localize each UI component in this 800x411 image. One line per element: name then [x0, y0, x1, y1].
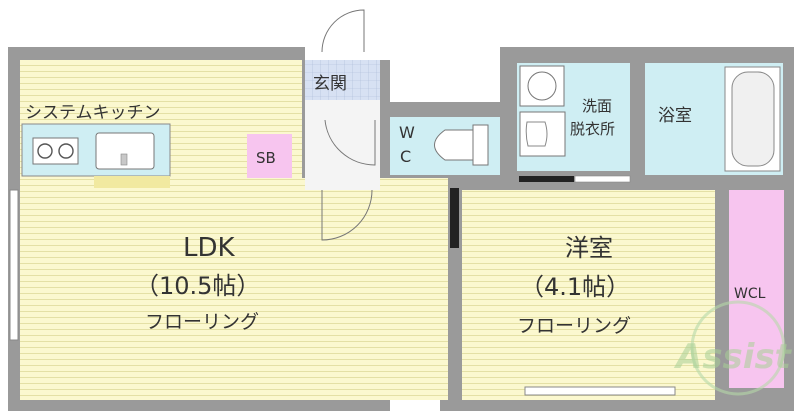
ldk-size: （10.5帖） [135, 272, 260, 300]
toilet-door[interactable] [324, 119, 376, 166]
kitchen-label: システムキッチン [25, 103, 161, 123]
assist-logo: Assist [673, 300, 793, 396]
window-left [9, 189, 19, 341]
western-room [462, 190, 715, 400]
walk-in-closet [729, 190, 784, 388]
western-name: 洋室 [565, 234, 613, 262]
washing-machine-icon [519, 65, 565, 107]
toilet-label-w: W [399, 123, 415, 142]
partition-wall [450, 188, 459, 248]
western-floor: フローリング [517, 315, 631, 337]
shoe-box-label: SB [256, 149, 276, 167]
wash-basin-icon [519, 111, 566, 157]
entrance-area [305, 60, 380, 190]
bathtub-icon [724, 66, 781, 172]
toilet-icon [434, 124, 489, 166]
washroom-label-1: 洗面 [582, 97, 612, 115]
ldk-name: LDK [183, 233, 236, 263]
bathroom-label: 浴室 [658, 106, 692, 126]
shoe-box [247, 134, 292, 178]
svg-text:Assist: Assist [673, 337, 793, 377]
stove-icon [32, 137, 79, 165]
window-bottom [524, 386, 676, 396]
ldk-floor: フローリング [145, 311, 259, 333]
washroom-label-2: 脱衣所 [570, 120, 615, 138]
sink-icon [95, 132, 155, 170]
closet-label: WCL [734, 286, 766, 302]
entrance-label: 玄関 [313, 74, 347, 94]
kitchen-counter [21, 123, 171, 188]
toilet-label-c: C [400, 147, 411, 166]
entrance-door[interactable] [321, 9, 365, 53]
western-size: （4.1帖） [520, 273, 630, 301]
ldk-door[interactable] [321, 189, 373, 241]
